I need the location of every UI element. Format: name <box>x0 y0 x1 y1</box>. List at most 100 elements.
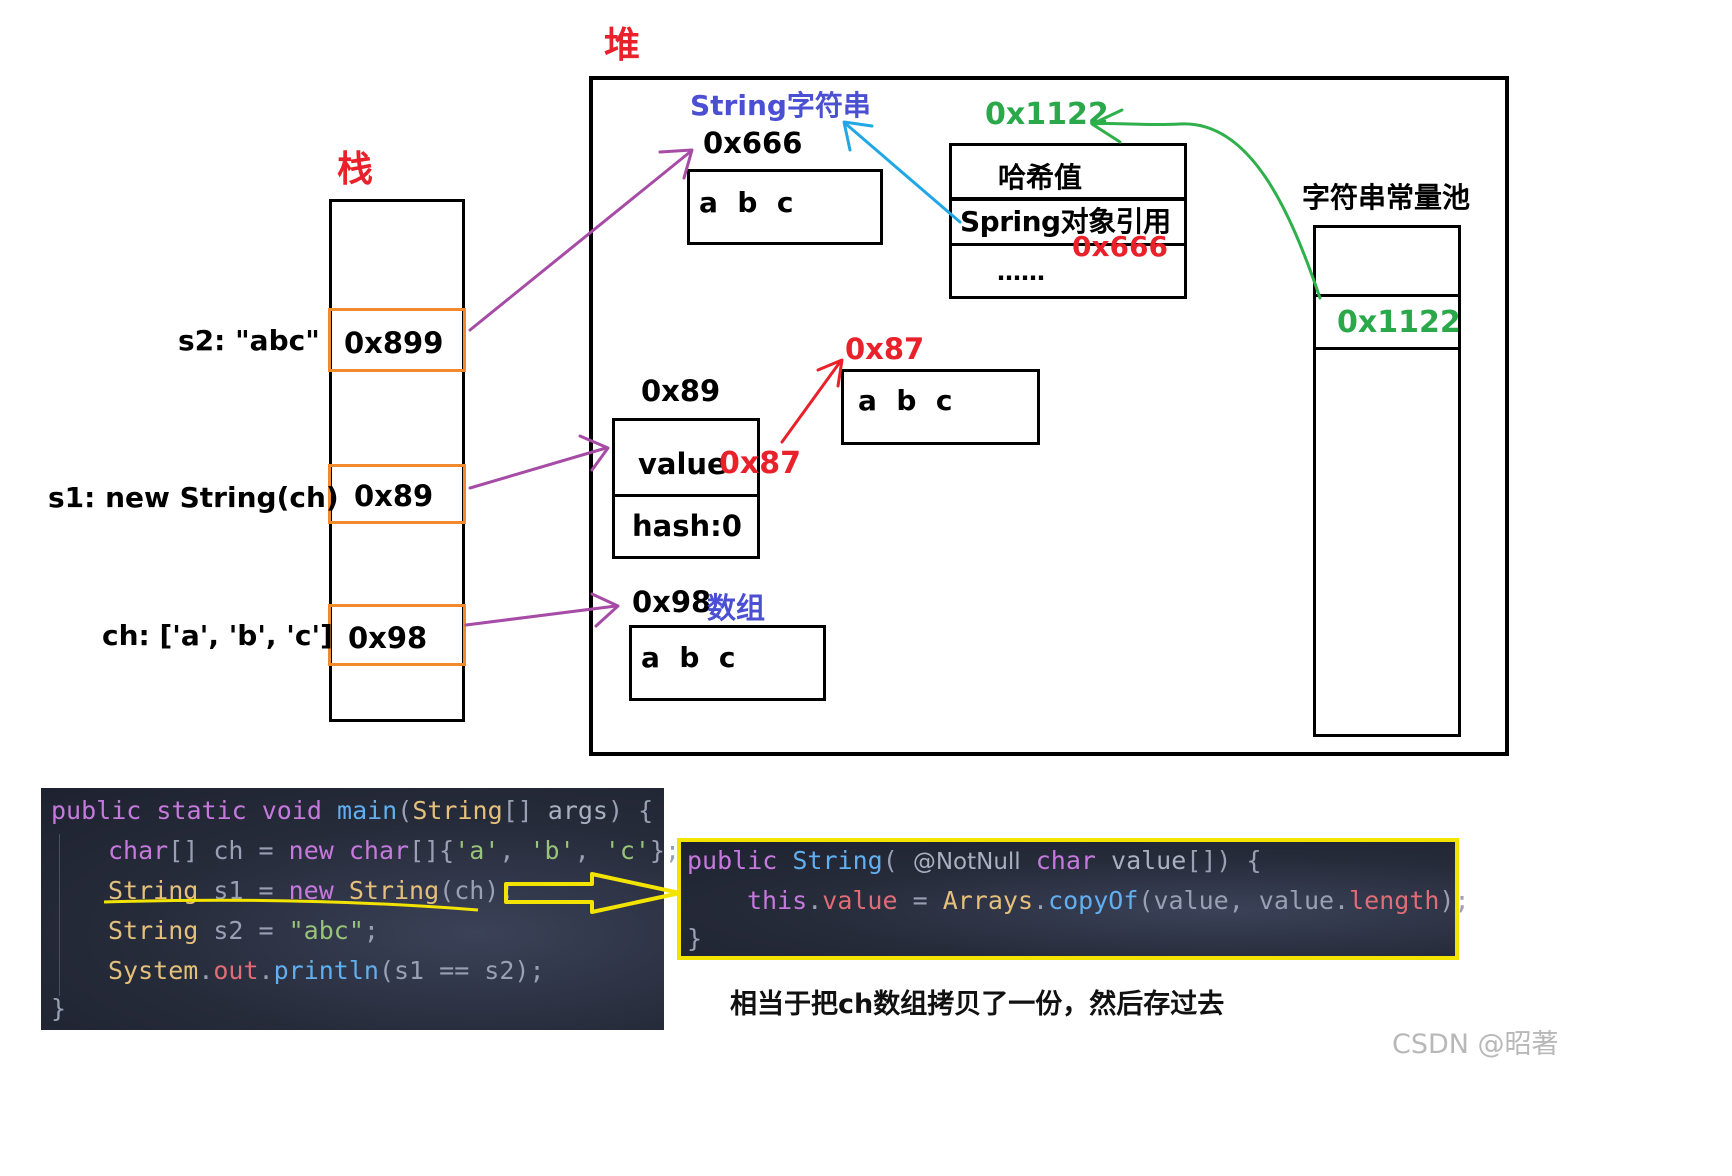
string-object-box <box>687 169 883 245</box>
stack-s2-value: 0x899 <box>344 326 444 360</box>
code-token: (s1 == s2); <box>378 956 545 985</box>
code-token: char <box>348 836 410 865</box>
string-pool-title: 字符串常量池 <box>1302 181 1471 214</box>
arrow-s1-to-new-string <box>468 446 608 490</box>
copy-note: 相当于把ch数组拷贝了一份，然后存过去 <box>730 989 1225 1020</box>
string-object-title: String字符串 <box>690 89 871 122</box>
code-token: . <box>198 956 214 985</box>
stack-s1-value: 0x89 <box>354 479 434 513</box>
new-string-value-label: value <box>638 447 727 481</box>
new-string-hash: hash:0 <box>632 509 742 543</box>
code-token: System <box>108 956 199 985</box>
main-code-block: public static void main(String[] args) {… <box>41 788 680 1030</box>
code-token: String <box>412 796 503 825</box>
code-token: (value, value. <box>1138 886 1350 915</box>
code-line-6: } <box>51 994 66 1023</box>
code-line-5: System.out.println(s1 == s2); <box>108 956 545 985</box>
code-token: args <box>547 796 608 825</box>
code-token: . <box>1033 886 1049 915</box>
copied-array-address: 0x87 <box>845 332 925 366</box>
code-token: } <box>687 924 703 953</box>
code-token: = <box>897 886 943 915</box>
string-object-address: 0x666 <box>703 126 803 160</box>
code-token: ) { <box>608 796 654 825</box>
code-token: main <box>337 796 398 825</box>
code-token: ; <box>363 916 379 945</box>
ctor-line-3: } <box>687 924 702 953</box>
arrow-value-to-copied-array <box>780 360 842 444</box>
code-token: ( <box>397 796 413 825</box>
hash-table-row-more: …… <box>997 258 1045 286</box>
ctor-line-1: public String( @NotNull char value[]) { <box>687 846 1262 875</box>
arrow-pool-to-hash-table <box>1092 121 1322 300</box>
code-token: "abc" <box>288 916 364 945</box>
stack-slot-s2 <box>328 308 466 372</box>
code-token: value <box>1111 846 1187 875</box>
code-token: (ch); <box>439 876 515 905</box>
code-token: static <box>156 796 247 825</box>
string-pool-frame <box>1313 225 1461 737</box>
arrow-s2-to-string-object <box>468 150 692 332</box>
code-token: public <box>687 846 778 875</box>
code-token: Arrays <box>942 886 1034 915</box>
code-token: . <box>258 956 274 985</box>
new-string-value-ref: 0x87 <box>719 446 801 481</box>
hash-table-row-hash: 哈希值 <box>998 161 1083 194</box>
code-token: 'b' <box>529 836 575 865</box>
highlight-underline <box>103 898 479 912</box>
code-token: @NotNull <box>912 849 1021 875</box>
arrow-ch-to-orig-array <box>464 604 618 627</box>
copied-array-box <box>841 369 1040 445</box>
string-pool-slot <box>1313 294 1461 350</box>
code-token: void <box>261 796 322 825</box>
indent-guide <box>59 834 60 996</box>
orig-array-content: a b c <box>641 641 736 674</box>
string-object-content: a b c <box>699 186 794 219</box>
hash-table-ref-value: 0x666 <box>1072 230 1168 263</box>
stack-title: 栈 <box>337 149 374 190</box>
code-token: public <box>51 796 142 825</box>
code-token: } <box>51 994 67 1023</box>
string-pool-entry: 0x1122 <box>1337 305 1461 340</box>
code-token: new <box>288 836 334 865</box>
code-token: String <box>348 876 440 905</box>
code-line-2: char[] ch = new char[]{'a', 'b', 'c'}; <box>108 836 680 865</box>
code-token: String <box>792 846 883 875</box>
stack-slot-ch <box>328 604 466 666</box>
code-token: []) { <box>1186 846 1262 875</box>
new-string-box <box>612 418 760 559</box>
orig-array-box <box>629 625 826 701</box>
code-token: }; <box>649 836 681 865</box>
code-token: 'a' <box>454 836 500 865</box>
code-token: ( <box>882 846 898 875</box>
ctor-line-2: this.value = Arrays.copyOf(value, value.… <box>747 886 1470 915</box>
code-token: , <box>574 836 605 865</box>
watermark: CSDN @昭著 <box>1392 1029 1559 1060</box>
code-token: String <box>108 916 199 945</box>
new-string-address: 0x89 <box>641 374 721 408</box>
heap-title: 堆 <box>604 25 641 66</box>
code-token: char <box>108 836 169 865</box>
code-token: value <box>822 886 898 915</box>
hash-table-row-ref: Spring对象引用 <box>960 205 1171 238</box>
stack-ch-value: 0x98 <box>348 621 428 655</box>
code-token: println <box>273 956 379 985</box>
stack-ch-label: ch: ['a', 'b', 'c'] <box>102 619 333 652</box>
code-token: length <box>1349 886 1440 915</box>
hash-table-divider-1 <box>949 197 1187 201</box>
arrow-hash-ref-to-string-object <box>844 122 962 224</box>
heap-frame <box>589 76 1509 756</box>
code-token: [] <box>502 796 548 825</box>
code-token: ); <box>1439 886 1470 915</box>
hash-table-box <box>949 143 1187 299</box>
ctor-code-block: public String( @NotNull char value[]) { … <box>677 838 1470 960</box>
code-token: copyOf <box>1048 886 1139 915</box>
orig-array-label: 数组 <box>707 591 766 625</box>
code-token: 'c' <box>604 836 650 865</box>
stack-frame <box>329 199 465 722</box>
code-token: []{ <box>409 836 455 865</box>
new-string-divider <box>612 494 760 497</box>
code-token: . <box>807 886 823 915</box>
